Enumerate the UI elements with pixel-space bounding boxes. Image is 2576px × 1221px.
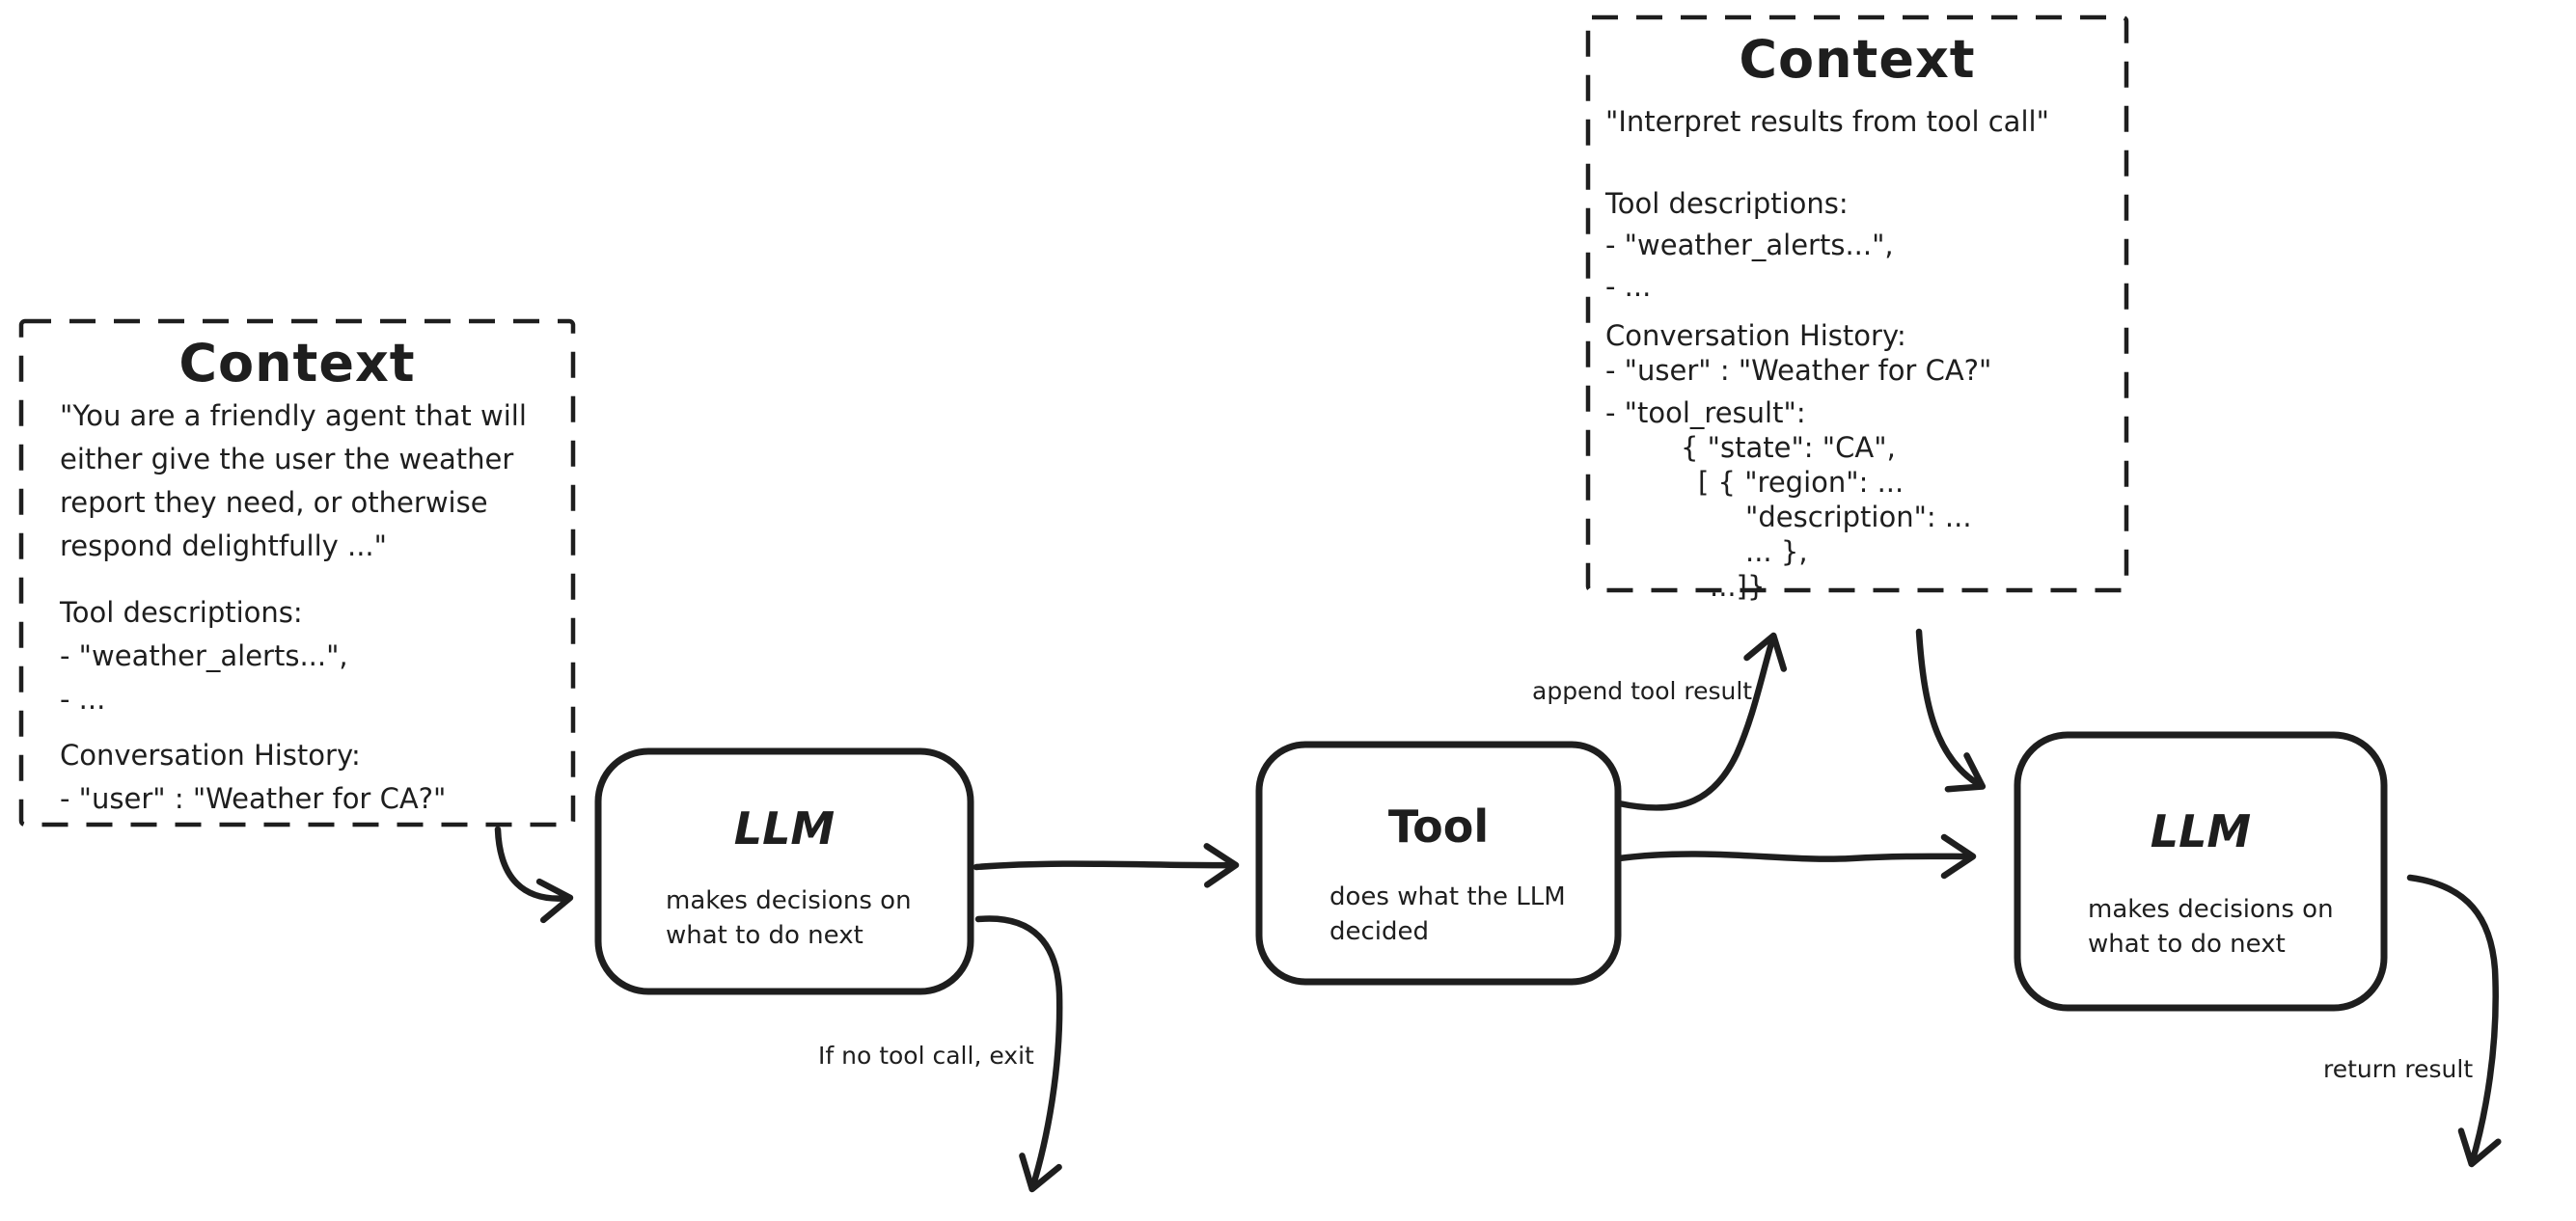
text-line: ...]} xyxy=(1710,570,1766,603)
llm1-box-border xyxy=(594,747,974,995)
context-left-title: Context xyxy=(178,333,416,393)
arrow-llm1-to-tool xyxy=(973,843,1240,888)
context-top-conversation-history: Conversation History: - "user" : "Weathe… xyxy=(1605,318,1991,604)
text-line: respond delightfully ..." xyxy=(60,529,387,562)
text-line: [ { "region": ... xyxy=(1698,466,1905,499)
text-line: ... }, xyxy=(1745,535,1808,568)
context-top-box-border xyxy=(1585,14,2129,593)
tool-node-subtitle: does what the LLM decided xyxy=(1329,880,1566,949)
arrow-tool-to-llm2 xyxy=(1615,833,1977,880)
context-top-box: Context "Interpret results from tool cal… xyxy=(1588,17,2126,603)
text-line: makes decisions on xyxy=(2088,895,2334,924)
label-append-tool-result: append tool result xyxy=(1532,677,1753,705)
arrow-context-left-to-llm1 xyxy=(494,826,574,924)
context-top-tool-descriptions: Tool descriptions: - "weather_alerts..."… xyxy=(1605,183,1894,308)
llm2-box-border xyxy=(2014,731,2388,1012)
arrow-context-top-to-llm2 xyxy=(1915,628,1987,793)
tool-box-border xyxy=(1255,741,1622,986)
text-line: "description": ... xyxy=(1745,501,1972,533)
text-line: report they need, or otherwise xyxy=(60,486,488,519)
text-line: - ... xyxy=(60,683,106,716)
text-line: - ... xyxy=(1605,270,1652,303)
llm2-node-subtitle: makes decisions on what to do next xyxy=(2088,892,2334,962)
context-top-title: Context xyxy=(1739,29,1976,90)
text-line: - "user" : "Weather for CA?" xyxy=(60,782,447,815)
label-return-result: return result xyxy=(2323,1055,2474,1083)
text-line: does what the LLM xyxy=(1329,882,1566,911)
text-line: - "tool_result": xyxy=(1605,396,1806,429)
text-line: - "weather_alerts...", xyxy=(60,639,348,672)
context-top-subtitle: "Interpret results from tool call" xyxy=(1605,105,2049,138)
text-line: - "user" : "Weather for CA?" xyxy=(1605,354,1992,387)
llm1-node-subtitle: makes decisions on what to do next xyxy=(666,883,912,953)
text-line: decided xyxy=(1329,917,1430,946)
context-left-box: Context "You are a friendly agent that w… xyxy=(21,321,573,825)
label-if-no-tool-call-exit: If no tool call, exit xyxy=(818,1042,1034,1070)
text-line: { "state": "CA", xyxy=(1681,431,1896,464)
context-left-tool-descriptions: Tool descriptions: - "weather_alerts..."… xyxy=(60,591,348,721)
context-left-system-prompt: "You are a friendly agent that will eith… xyxy=(60,394,527,568)
tool-node-title: Tool xyxy=(1387,800,1490,853)
llm1-node-title: LLM xyxy=(733,802,836,855)
llm2-node-title: LLM xyxy=(2150,805,2252,857)
text-line: Conversation History: xyxy=(1605,319,1906,352)
text-line: what to do next xyxy=(2088,930,2286,959)
text-line: "You are a friendly agent that will xyxy=(60,399,527,432)
text-line: - "weather_alerts...", xyxy=(1605,229,1894,261)
context-left-conversation-history: Conversation History: - "user" : "Weathe… xyxy=(60,734,446,821)
text-line: makes decisions on xyxy=(666,886,912,915)
text-line: Tool descriptions: xyxy=(1605,187,1849,220)
text-line: what to do next xyxy=(666,921,863,950)
arrow-llm1-exit xyxy=(974,915,1063,1193)
text-line: either give the user the weather xyxy=(60,443,514,475)
arrow-llm2-return xyxy=(2406,874,2502,1168)
text-line: Conversation History: xyxy=(60,739,361,772)
context-left-box-border xyxy=(18,318,576,828)
arrow-tool-to-context-top xyxy=(1615,632,1788,811)
text-line: Tool descriptions: xyxy=(60,596,303,629)
